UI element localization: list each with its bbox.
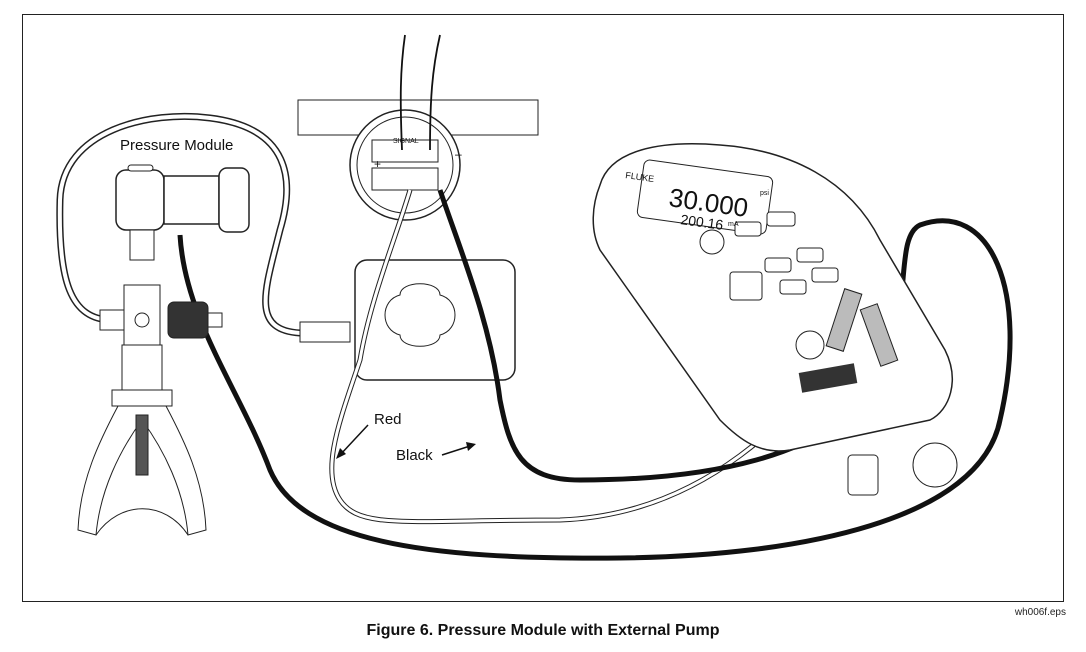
secondary-unit: mA [728, 221, 739, 228]
diagram-canvas: Pressure Module Red Black SIGNAL + – FLU… [56, 34, 1013, 561]
plus-label: + [374, 157, 381, 171]
black-lead-label: Black [396, 447, 433, 464]
figure-frame [22, 14, 1064, 602]
red-arrow [339, 424, 369, 456]
pressure-module [115, 164, 250, 233]
red-lead-label: Red [374, 411, 402, 428]
transmitter [297, 34, 539, 381]
pressure-module-cable [177, 218, 1013, 561]
minus-label: – [455, 147, 462, 161]
figure-caption: Figure 6. Pressure Module with External … [366, 622, 720, 639]
pressure-module-label: Pressure Module [120, 137, 233, 154]
signal-label: SIGNAL [393, 138, 419, 145]
hand-pump [77, 229, 223, 536]
secondary-reading: 200.16 [680, 211, 725, 233]
black-arrow [441, 445, 471, 456]
pressure-calibrator [592, 143, 958, 496]
file-tag: wh006f.eps [1014, 607, 1066, 618]
calibrator-brand: FLUKE [625, 170, 655, 184]
primary-unit: psi [760, 190, 769, 197]
